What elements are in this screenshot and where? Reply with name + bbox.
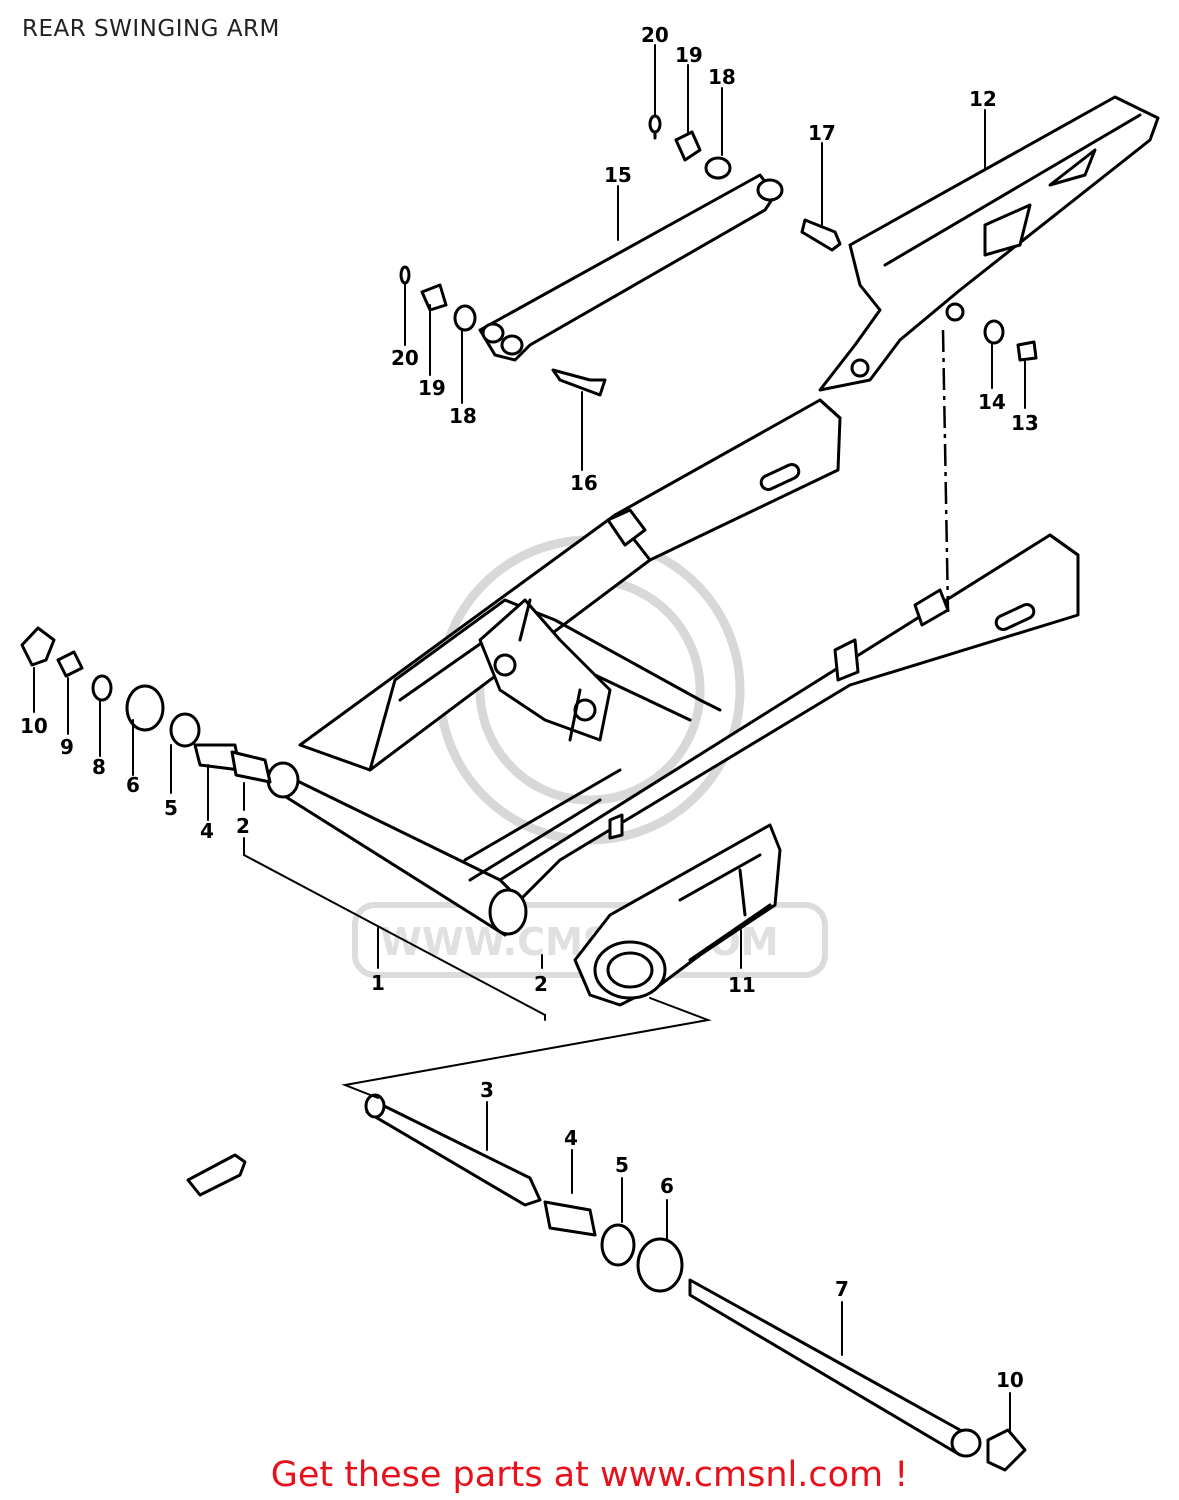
callout-label: 8	[92, 755, 106, 779]
callout-label: 17	[808, 121, 836, 145]
callout-label: 20	[641, 23, 669, 47]
top-hardware	[399, 114, 1038, 397]
callout-label: 5	[164, 796, 178, 820]
callout-label: 18	[449, 404, 477, 428]
swing-arm-body	[266, 398, 1080, 937]
callout-label: 15	[604, 163, 632, 187]
cushion-rod	[478, 173, 784, 362]
callout-label: 4	[564, 1126, 578, 1150]
callout-label: 6	[126, 773, 140, 797]
callout-label: 2	[534, 972, 548, 996]
callout-label: 19	[675, 43, 703, 67]
left-pivot-parts	[20, 626, 272, 784]
callout-label: 9	[60, 735, 74, 759]
callout-label: 3	[480, 1078, 494, 1102]
callout-label: 4	[200, 819, 214, 843]
callout-label: 10	[996, 1368, 1024, 1392]
callout-label: 18	[708, 65, 736, 89]
chain-guard	[818, 95, 1160, 392]
callout-label: 2	[236, 814, 250, 838]
callout-label: 16	[570, 471, 598, 495]
callout-label: 6	[660, 1174, 674, 1198]
callout-label: 5	[615, 1153, 629, 1177]
callout-label: 1	[371, 971, 385, 995]
callout-labels: 20 19 18 12 17 15 20 19 18 16 14 13 10 9…	[20, 23, 1039, 1392]
callout-label: 12	[969, 87, 997, 111]
leader-lines	[33, 44, 1026, 1433]
callout-label: 14	[978, 390, 1006, 414]
callout-label: 13	[1011, 411, 1039, 435]
callout-label: 10	[20, 714, 48, 738]
callout-label: 20	[391, 346, 419, 370]
diagram-title: REAR SWINGING ARM	[22, 16, 280, 42]
chain-case	[573, 823, 782, 1007]
pivot-bolt-assembly	[186, 1093, 1027, 1472]
callout-label: 19	[418, 376, 446, 400]
callout-label: 7	[835, 1277, 849, 1301]
footer-promo-link[interactable]: Get these parts at www.cmsnl.com !	[270, 1455, 909, 1495]
callout-label: 11	[728, 973, 756, 997]
